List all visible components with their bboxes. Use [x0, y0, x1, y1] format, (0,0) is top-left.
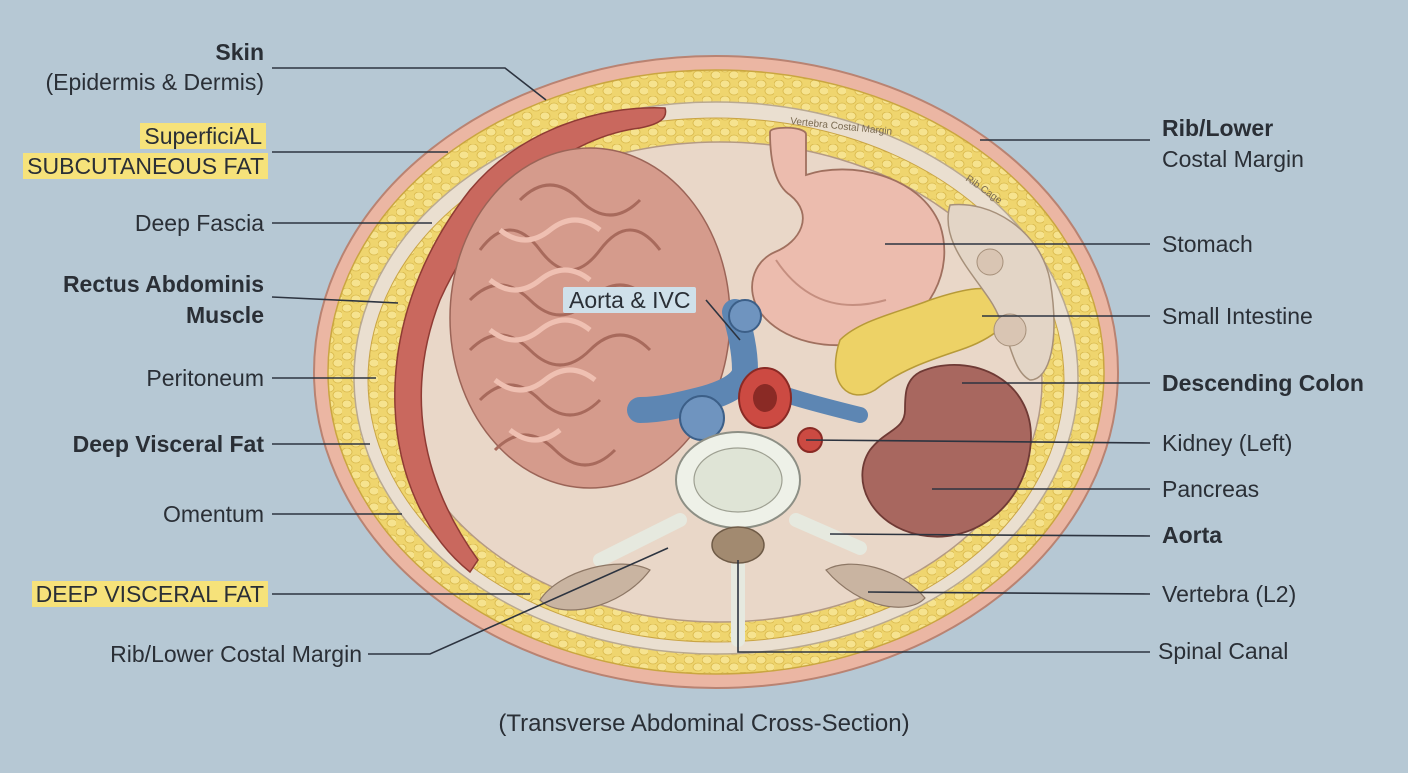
label-deep-visceral-fat-caps-wrap: DEEP VISCERAL FAT — [31, 580, 268, 608]
label-aorta: Aorta — [1162, 522, 1223, 548]
label-subcutaneous-fat: SUBCUTANEOUS FAT — [23, 153, 268, 179]
small-intestine-mass — [449, 147, 731, 489]
left-leader-lines — [271, 67, 741, 655]
label-omentum: Omentum — [163, 501, 264, 527]
label-aorta-ivc: Aorta & IVC — [563, 287, 697, 313]
label-pancreas: Pancreas — [1162, 476, 1260, 502]
label-rectus-muscle: Muscle — [186, 302, 264, 328]
label-kidney-left: Kidney (Left) — [1162, 430, 1293, 456]
label-rectus-abdominis: Rectus Abdominis — [62, 271, 264, 297]
label-skin-sub: (Epidermis & Dermis) — [45, 69, 264, 95]
label-vertebra-l2: Vertebra (L2) — [1162, 581, 1297, 607]
vertebra-l2 — [539, 431, 926, 647]
label-superficial-fat-line2-wrap: SUBCUTANEOUS FAT — [23, 152, 268, 180]
label-rib-lower-right: Rib/Lower — [1162, 115, 1274, 141]
label-descending-colon: Descending Colon — [1162, 370, 1364, 396]
ivc-vessel — [627, 299, 759, 423]
label-skin: Skin — [215, 39, 264, 65]
label-superficial-fat: SuperficiAL — [140, 122, 266, 150]
label-small-intestine: Small Intestine — [1162, 303, 1313, 329]
label-costal-margin-right: Costal Margin — [1162, 146, 1304, 172]
label-peritoneum: Peritoneum — [146, 365, 264, 391]
right-leader-lines — [737, 139, 1151, 653]
rectus-abdominis-muscle — [394, 107, 667, 574]
label-aorta-ivc-wrap: Aorta & IVC — [563, 286, 697, 314]
label-deep-visceral-fat-caps: DEEP VISCERAL FAT — [31, 581, 268, 607]
descending-colon — [947, 203, 1055, 381]
label-deep-visceral-fat: Deep Visceral Fat — [72, 431, 264, 457]
label-spinal-canal: Spinal Canal — [1158, 638, 1289, 664]
label-stomach: Stomach — [1162, 231, 1253, 257]
label-rib-lower-costal-left: Rib/Lower Costal Margin — [110, 641, 362, 667]
label-superficial-fat-line1: SuperficiAL — [140, 123, 266, 149]
label-deep-fascia: Deep Fascia — [134, 210, 264, 236]
figure-caption: (Transverse Abdominal Cross-Section) — [498, 710, 910, 737]
spinal-canal — [711, 526, 765, 564]
